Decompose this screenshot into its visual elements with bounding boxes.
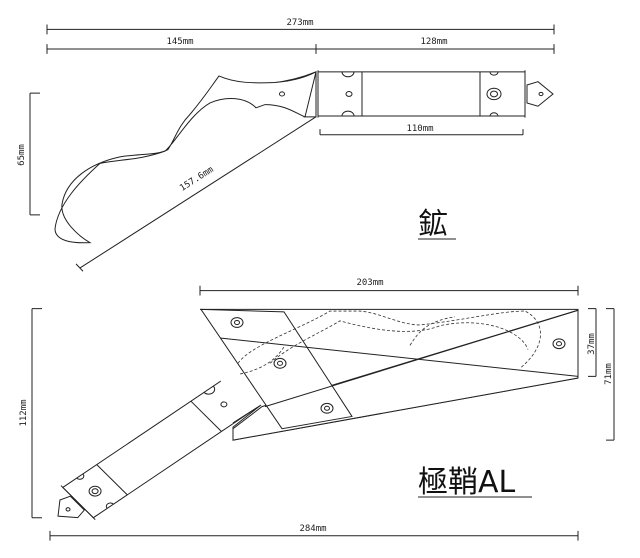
dim-overall-284-line xyxy=(50,531,578,541)
dim-diagonal-157-6-line xyxy=(76,117,316,271)
dim-handle-128: 128mm xyxy=(420,37,447,47)
dim-height-65-line xyxy=(30,93,40,215)
dim-grip-110: 110mm xyxy=(406,124,433,134)
drawing-1-kou: 273mm 145mm 128mm 110mm 65mm 157.6mm 鉱 xyxy=(17,18,554,271)
dim-diagonal-157-6: 157.6mm xyxy=(178,165,215,194)
handle xyxy=(318,70,553,117)
pommel-icon xyxy=(49,494,86,525)
dim-blade-145: 145mm xyxy=(166,37,193,47)
dim-mouth-37: 37mm xyxy=(587,333,597,355)
drawing-2-sheath: 203mm 37mm 71mm 112mm 284mm 極鞘AL xyxy=(19,278,614,541)
dim-overall-273-line xyxy=(47,25,554,35)
dim-grip-110-line xyxy=(320,129,523,135)
dim-overall-273: 273mm xyxy=(286,18,313,28)
drawing-1-title: 鉱 xyxy=(418,207,448,242)
dim-overall-284: 284mm xyxy=(299,524,326,534)
dim-blade-145-line xyxy=(47,44,554,54)
sheath-body xyxy=(200,309,578,440)
pommel-icon xyxy=(527,82,553,107)
dim-height-112: 112mm xyxy=(19,399,29,426)
dim-height-112-line xyxy=(32,309,42,518)
dim-height-71-line xyxy=(606,309,614,441)
blade xyxy=(55,72,316,243)
dim-height-65: 65mm xyxy=(17,144,27,166)
dim-mouth-37-line xyxy=(588,309,596,377)
drawing-2-title: 極鞘AL xyxy=(418,465,516,500)
handle-diagonal xyxy=(41,375,259,533)
dim-sheath-203: 203mm xyxy=(356,278,383,288)
dim-height-71: 71mm xyxy=(604,363,614,385)
dim-sheath-203-line xyxy=(200,286,578,296)
